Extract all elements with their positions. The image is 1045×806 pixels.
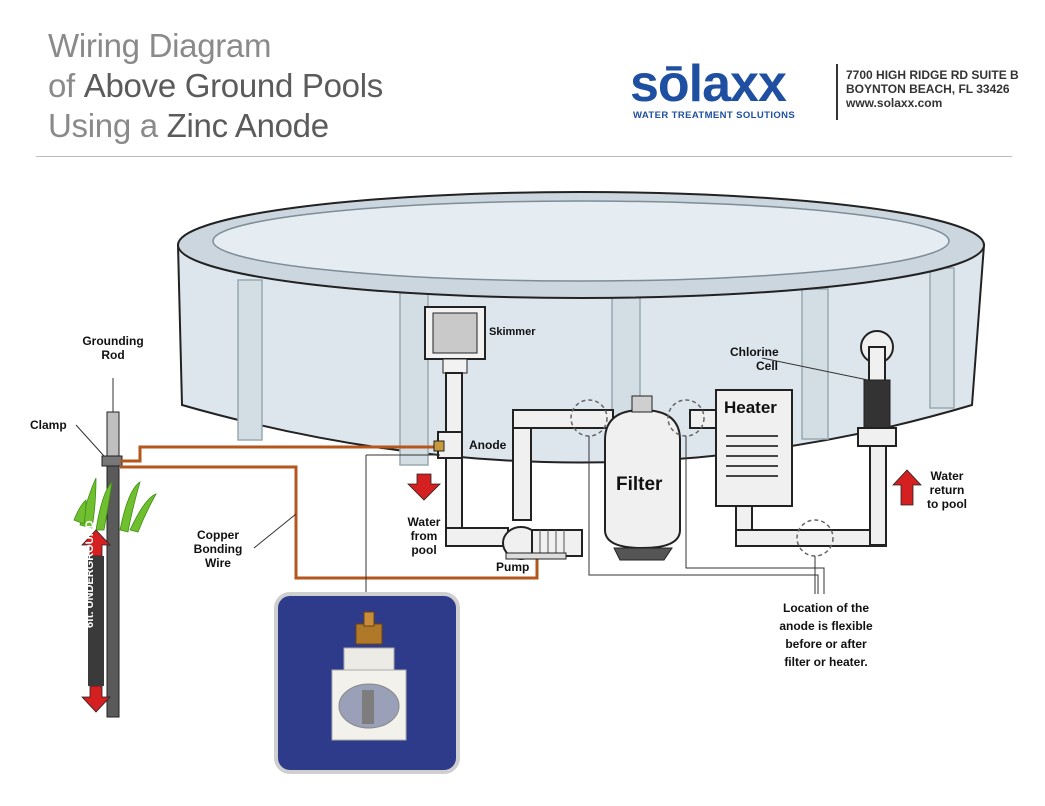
pump-label: Pump bbox=[496, 560, 530, 574]
solaxx-logo: sōlaxx bbox=[630, 55, 787, 113]
chlorine-cell bbox=[857, 330, 897, 447]
address-line-1: 7700 HIGH RIDGE RD SUITE B bbox=[846, 68, 1019, 82]
address-divider bbox=[836, 64, 838, 120]
anode-label: Anode bbox=[469, 438, 507, 452]
heater-label: Heater bbox=[724, 398, 777, 417]
water-from-pool-arrow bbox=[407, 473, 441, 501]
anode-fitting bbox=[433, 440, 445, 452]
anode-photo bbox=[274, 592, 460, 774]
skimmer-label: Skimmer bbox=[489, 326, 536, 338]
clamp-label: Clamp bbox=[30, 418, 67, 432]
water-return-arrow bbox=[892, 469, 922, 506]
skimmer bbox=[424, 306, 486, 374]
address-line-2: BOYNTON BEACH, FL 33426 bbox=[846, 82, 1010, 96]
website: www.solaxx.com bbox=[846, 96, 943, 110]
logo-tagline: WATER TREATMENT SOLUTIONS bbox=[633, 110, 796, 121]
title-line-1: Wiring Diagram bbox=[48, 27, 272, 64]
underground-label: 6ft. UNDERGROUND bbox=[84, 520, 96, 628]
title-line-3: Using a Zinc Anode bbox=[48, 107, 329, 144]
heater bbox=[715, 389, 793, 507]
grounding-rod bbox=[73, 411, 157, 718]
title-line-2: of Above Ground Pools bbox=[48, 67, 383, 104]
filter bbox=[604, 395, 681, 561]
leader-lines bbox=[75, 357, 869, 595]
header-divider bbox=[36, 156, 1012, 157]
copper-bonding-wire bbox=[120, 445, 539, 580]
pipes bbox=[437, 372, 887, 547]
filter-label: Filter bbox=[616, 474, 663, 495]
pump bbox=[502, 526, 583, 560]
